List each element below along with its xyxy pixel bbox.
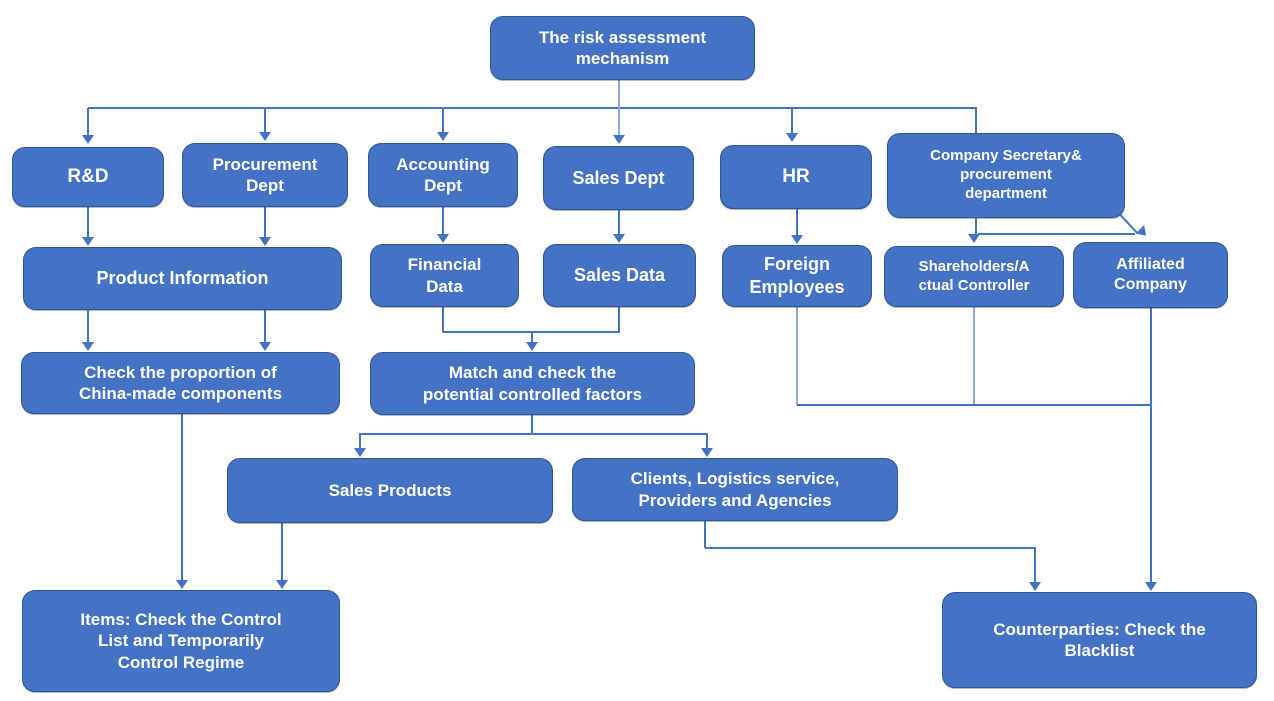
node-clients-logistics-providers-agencies: Clients, Logistics service, Providers an… [572,458,898,521]
connector-line [87,207,89,237]
connector-line [531,331,533,342]
node-match-check-controlled-factors: Match and check the potential controlled… [370,352,695,415]
node-items-check-control-list: Items: Check the Control List and Tempor… [22,590,340,692]
connector-line [618,210,620,234]
node-sales-data: Sales Data [543,244,696,307]
connector-line [88,107,977,109]
connector-line [181,414,183,580]
node-check-proportion-china-components: Check the proportion of China-made compo… [21,352,340,414]
arrowhead-icon [437,234,449,243]
arrowhead-icon [613,234,625,243]
arrowhead-icon [786,133,798,142]
arrowhead-icon [259,237,271,246]
connector-line [531,415,533,434]
node-hr: HR [720,145,872,209]
connector-line [618,80,620,135]
arrowhead-icon [1029,582,1041,591]
connector-line [618,307,620,332]
arrowhead-icon [176,580,188,589]
node-foreign-employees: Foreign Employees [722,245,872,307]
node-sales-dept: Sales Dept [543,146,694,210]
node-sales-products: Sales Products [227,458,553,523]
connector-line [87,108,89,135]
node-counterparties-check-blacklist: Counterparties: Check the Blacklist [942,592,1257,688]
node-accounting-dept: Accounting Dept [368,143,518,207]
arrowhead-icon [354,448,366,457]
connector-line [442,108,444,132]
node-risk-assessment-mechanism: The risk assessment mechanism [490,16,755,80]
connector-line [975,108,977,133]
node-rd: R&D [12,147,164,207]
arrowhead-icon [526,342,538,351]
connector-line [706,433,708,448]
connector-line [1150,308,1152,582]
connector-line [975,218,977,234]
node-shareholders-actual-controller: Shareholders/A ctual Controller [884,246,1064,307]
arrowhead-icon [276,580,288,589]
connector-line [796,307,798,405]
node-affiliated-company: Affiliated Company [1073,242,1228,308]
node-company-secretary: Company Secretary& procurement departmen… [887,133,1125,218]
connector-line [360,433,708,435]
connector-line [978,233,1135,235]
arrowhead-icon [82,237,94,246]
node-product-information: Product Information [23,247,342,310]
connector-line [704,521,706,548]
connector-line [705,547,1036,549]
connector-line [442,207,444,234]
connector-line [1034,548,1036,582]
connector-line [359,433,361,448]
arrowhead-icon [968,234,980,243]
connector-line [281,523,283,580]
arrowhead-icon [259,132,271,141]
arrowhead-icon [791,235,803,244]
connector-line [264,207,266,237]
connector-line [442,307,444,332]
connector-line [264,108,266,132]
arrowhead-icon [1135,225,1151,240]
connector-line [796,209,798,235]
arrowhead-icon [82,135,94,144]
arrowhead-icon [82,342,94,351]
arrowhead-icon [701,448,713,457]
connector-line [797,404,1152,406]
node-procurement-dept: Procurement Dept [182,143,348,207]
connector-line [87,310,89,342]
arrowhead-icon [437,132,449,141]
arrowhead-icon [1145,582,1157,591]
connector-line [1117,212,1138,233]
connector-line [264,310,266,342]
connector-line [791,108,793,133]
arrowhead-icon [613,135,625,144]
node-financial-data: Financial Data [370,244,519,307]
arrowhead-icon [259,342,271,351]
connector-line [973,307,975,405]
